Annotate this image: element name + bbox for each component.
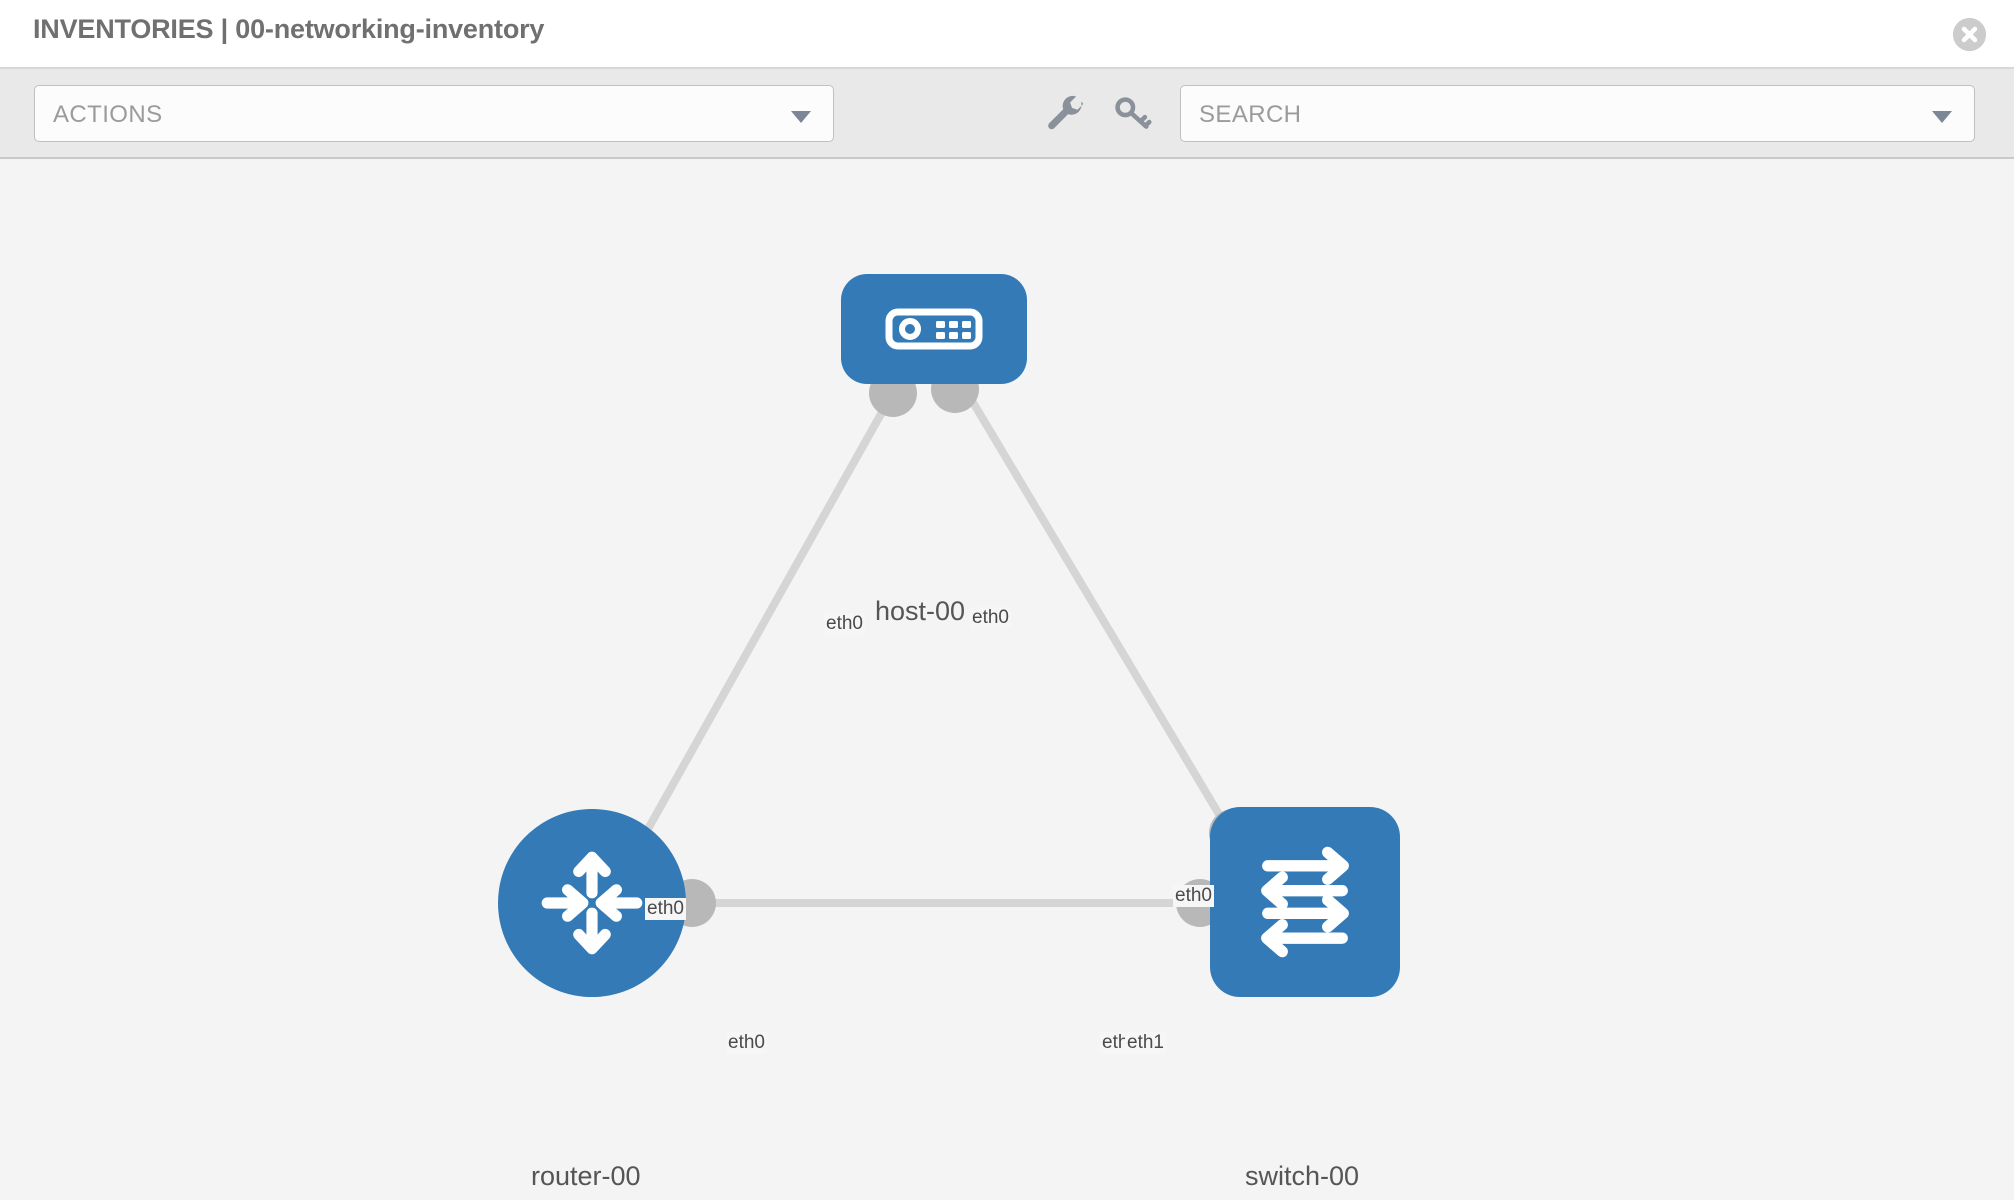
wrench-icon[interactable] xyxy=(1042,91,1088,137)
topology-links xyxy=(626,386,1239,907)
iface-label: eth1 xyxy=(1125,1032,1166,1054)
node-router-00-label: router-00 xyxy=(528,1161,644,1192)
iface-label: eth0 xyxy=(824,613,865,635)
server-icon xyxy=(885,308,983,350)
chevron-down-icon[interactable] xyxy=(1932,111,1952,123)
iface-label: eth0 xyxy=(1173,885,1214,907)
link-host-switch xyxy=(961,386,1239,844)
node-switch-00-label: switch-00 xyxy=(1242,1161,1363,1192)
switch-arrows-icon xyxy=(1261,846,1349,958)
close-icon[interactable] xyxy=(1953,18,1986,51)
key-icon[interactable] xyxy=(1110,91,1156,137)
node-host-00-shape[interactable] xyxy=(841,274,1027,384)
node-router-00-shape[interactable] xyxy=(498,809,686,997)
topology-canvas[interactable]: host-00 xyxy=(0,161,2014,1200)
search-placeholder: SEARCH xyxy=(1199,101,1302,128)
page-title: INVENTORIES | 00-networking-inventory xyxy=(33,14,545,44)
chevron-down-icon xyxy=(791,111,811,123)
iface-label: eth xyxy=(1100,1032,1131,1054)
node-switch-00-shape[interactable] xyxy=(1210,807,1400,997)
link-host-router xyxy=(626,387,899,863)
iface-label: eth0 xyxy=(726,1032,767,1054)
node-host-00-label: host-00 xyxy=(872,596,969,627)
iface-label: eth0 xyxy=(645,898,686,920)
iface-label: eth0 xyxy=(970,607,1011,629)
topology-interface-stubs xyxy=(668,365,1257,927)
actions-dropdown-label: ACTIONS xyxy=(53,101,163,128)
router-arrows-icon xyxy=(541,851,643,955)
page-header: INVENTORIES | 00-networking-inventory xyxy=(0,0,2014,69)
toolbar: ACTIONS SEARCH xyxy=(0,69,2014,159)
actions-dropdown[interactable]: ACTIONS xyxy=(34,85,834,142)
search-input[interactable]: SEARCH xyxy=(1180,85,1975,142)
